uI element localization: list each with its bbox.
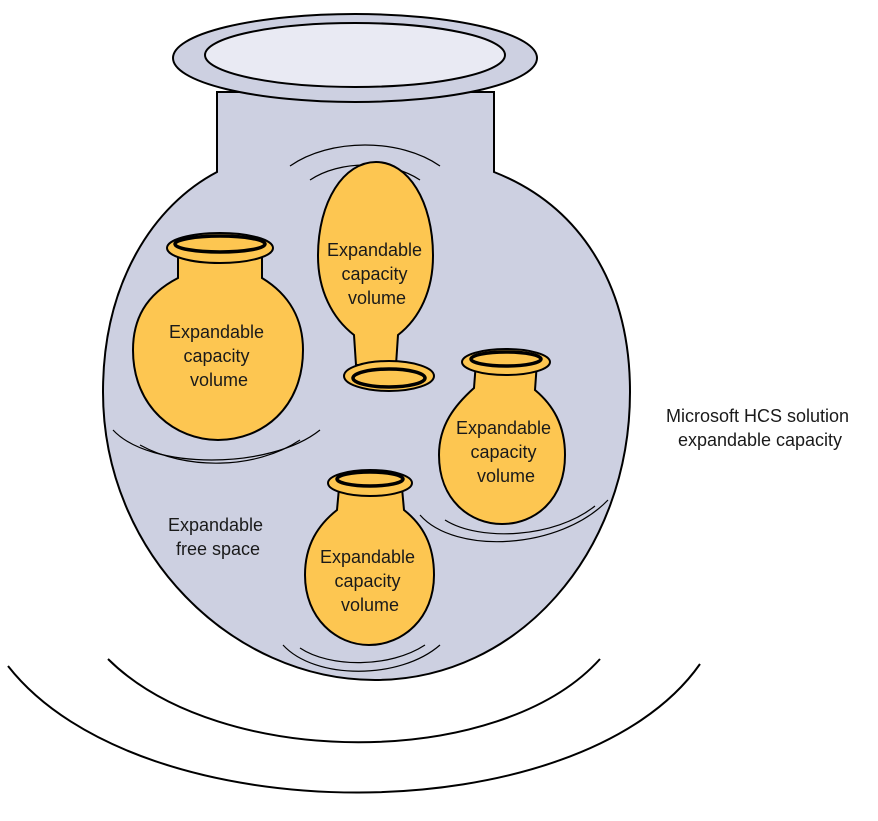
- jar-bottom-label: Expandable capacity volume: [320, 547, 420, 615]
- ground-arc: [107, 658, 601, 744]
- motion-arc: [112, 429, 321, 461]
- small-jar-top-body: [316, 160, 435, 366]
- small-jar-left: [131, 232, 305, 442]
- small-jar-left-body: [131, 254, 305, 442]
- small-jar-top-opening: [351, 367, 427, 389]
- jar-right-label: Expandable capacity volume: [456, 418, 556, 486]
- small-jar-bottom: [303, 469, 436, 647]
- small-jar-bottom-opening: [335, 470, 405, 488]
- ground-arcs: [7, 658, 701, 794]
- motion-arc: [444, 505, 596, 535]
- solution-caption: Microsoft HCS solution expandable capaci…: [666, 406, 854, 450]
- free-space-label: Expandable free space: [168, 515, 268, 559]
- motion-arc: [289, 144, 441, 167]
- small-jar-bottom-body: [303, 487, 436, 647]
- small-jar-right-opening: [469, 350, 543, 368]
- motion-arc: [299, 644, 426, 664]
- jar-top-label: Expandable capacity volume: [327, 240, 427, 308]
- small-jar-right-body: [437, 361, 567, 526]
- large-jar-opening: [204, 22, 506, 88]
- motion-arc: [419, 499, 609, 543]
- ground-arc: [7, 663, 701, 794]
- small-jar-top-inverted: [316, 160, 435, 392]
- small-jar-right: [437, 348, 567, 526]
- jar-left-label: Expandable capacity volume: [169, 322, 269, 390]
- small-jar-left-opening: [173, 234, 267, 254]
- motion-arc: [282, 644, 441, 672]
- motion-arc: [139, 439, 301, 464]
